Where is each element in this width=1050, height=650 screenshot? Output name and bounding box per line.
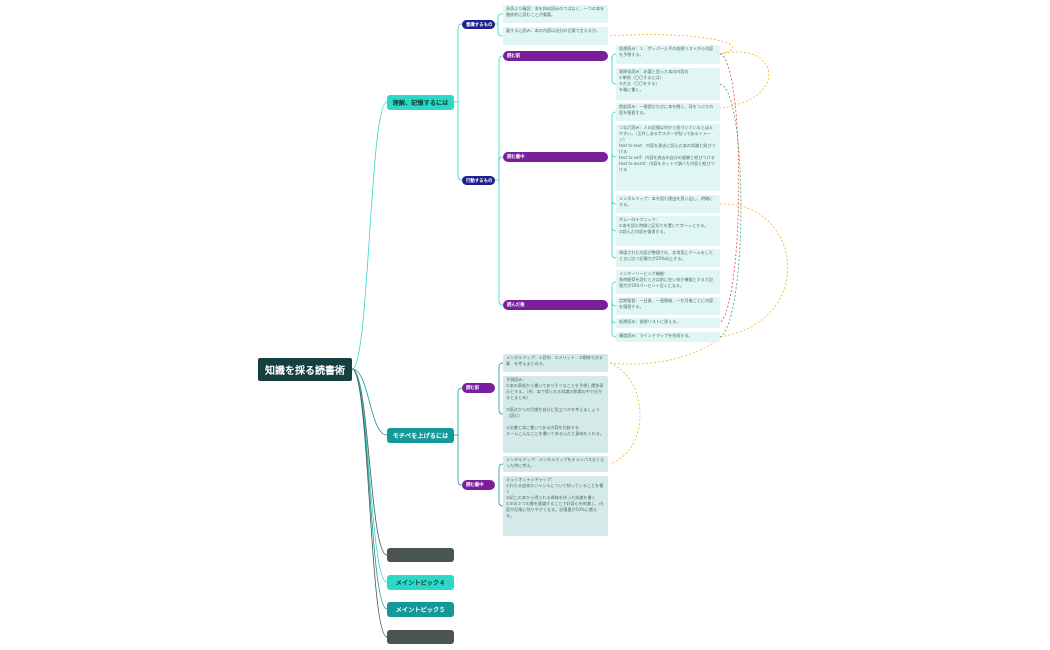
- leaf-hypothesis-reading[interactable]: 仮想読み：１．ポッパー入手の仮想リストから内容を予想する。: [616, 45, 720, 64]
- leaf-mental-map-review[interactable]: メンタルマップ：メンタルマップをキャンパスなくなった時に考え。: [503, 456, 608, 472]
- relation-hypothesis-recall: [719, 51, 770, 109]
- topic-5[interactable]: メイントピック５: [387, 602, 454, 617]
- leaf-interleaving[interactable]: インターリービング機能： 各時間帯を読むときは前に在い何か機能とすると記憶力が2…: [616, 270, 720, 294]
- connector-root-understand: [351, 101, 388, 370]
- topic-4[interactable]: メイントピック４: [387, 575, 454, 590]
- relation-goals-review: [609, 362, 641, 465]
- connector-understand-action: [457, 102, 463, 181]
- leaf-pomodoro[interactable]: ポムーロテクニック： ①本を読む時間に区切りを置いてポーッとする。 ②読んだ内容…: [616, 216, 720, 246]
- topic-6[interactable]: [387, 630, 454, 644]
- leaf-mental-map[interactable]: メンタルマップ：本を読む理由を思い出し、明確にする。: [616, 195, 720, 213]
- subtopic-during-reading[interactable]: 読む最中: [503, 152, 608, 162]
- connector-root-topic-4: [351, 368, 388, 583]
- relation-hypothesis-answer: [719, 53, 740, 324]
- connector-root-topic-3: [351, 368, 388, 556]
- leaf-summarize-reading[interactable]: 要するに読み：本の内容は自分の言葉で言えるか。: [503, 27, 608, 45]
- leaf-connect-reading[interactable]: つなげ読み：人の記憶は何かと紐づいているとほえやすい。（玉井しあるポスターが貼っ…: [616, 124, 720, 191]
- connector-root-topic-6: [351, 368, 388, 638]
- leaf-question-reading[interactable]: 質問化読み：必要と思った本の内容の ①挙例（〇〇するには） ②方法（〇〇をする）…: [616, 68, 720, 100]
- leaf-prediction-reading[interactable]: 予測読み： ①本の表紙から書いてありそうなことを予想し関係表示とする。（例：本で…: [503, 376, 608, 453]
- connector-action-during: [498, 156, 504, 180]
- connector-motivation-before: [457, 387, 463, 435]
- connector-root-topic-5: [351, 368, 388, 610]
- connector-root-motivation: [351, 368, 388, 436]
- leaf-intensive-reading[interactable]: 多読より精読：本を斜め読みのではなく、一つの本を徹底的に読むことが重要。: [503, 5, 608, 23]
- subtopic-before-reading[interactable]: 読む前: [503, 51, 608, 61]
- leaf-periodic-review[interactable]: 定期復習：一日後、一週間後、一か月後ごとに内容を復習する。: [616, 297, 720, 315]
- leaf-recall-reading[interactable]: 提起読み：一冊読むたびに本を閉じ、耳をつぶり内容を復習する。: [616, 103, 720, 121]
- connector-motivation-during: [457, 435, 463, 486]
- leaf-answer-hypothesis[interactable]: 仮想読み：仮想リストに答える。: [616, 318, 720, 328]
- root-topic[interactable]: 知識を採る読書術: [258, 358, 352, 381]
- subtopic-action[interactable]: 行動するもの: [462, 176, 495, 185]
- connector-action-after: [498, 180, 504, 306]
- subtopic-after-reading[interactable]: 読んだ後: [503, 300, 608, 310]
- leaf-structure-reading[interactable]: 構造読み：マインドマップを作成する。: [616, 332, 720, 342]
- connector-understand-awareness: [457, 23, 463, 102]
- subtopic-awareness[interactable]: 意識するもの: [462, 20, 495, 29]
- leaf-curiosity-gap[interactable]: キュリオシティギャップ： ①わたる由本のジャンルについて知っていることを書く ②…: [503, 476, 608, 536]
- relation-mentalmap-structure: [719, 203, 788, 338]
- connector-action-before: [498, 55, 504, 180]
- topic-3[interactable]: [387, 548, 454, 562]
- leaf-mental-map-goals[interactable]: メンタルマップ：①目的 ②メリット ③期待できる事 を考えまとめる。: [503, 354, 608, 372]
- topic-understand[interactable]: 理解、記憶するには: [387, 95, 454, 110]
- subtopic-during-reading-2[interactable]: 読む最中: [462, 480, 495, 490]
- topic-motivation[interactable]: モチベを上げるには: [387, 428, 454, 443]
- relation-question-structure: [719, 83, 742, 338]
- subtopic-before-reading-2[interactable]: 読む前: [462, 383, 495, 393]
- leaf-memory-improvement[interactable]: 単誤された内容が整理され、非常実にゲームをしたときに比べ記憶力が20%向上する。: [616, 249, 720, 267]
